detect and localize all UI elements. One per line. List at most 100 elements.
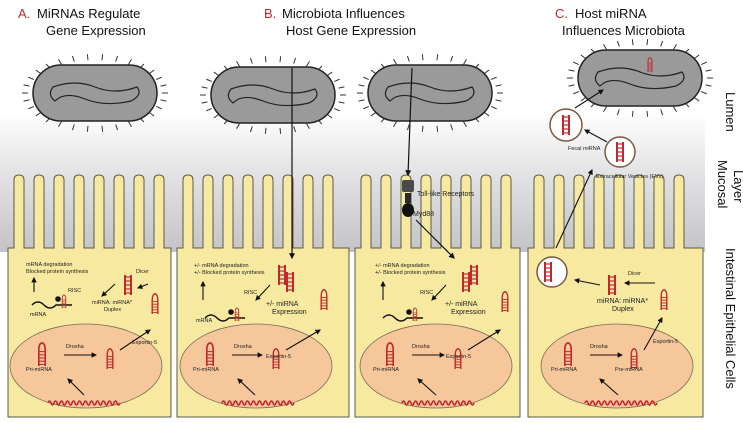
cell-c-arrow-gene	[599, 378, 619, 396]
bacterium-b1-flagellum	[326, 113, 333, 119]
bacterium-b2-flagellum	[436, 54, 439, 61]
cell-c-arrow-fecal-bact	[574, 89, 604, 109]
bacterium-a-flagellum	[160, 84, 167, 87]
cell-c-arrow-to-ev	[573, 278, 601, 286]
bacterium-b1-flagellum	[264, 127, 267, 134]
cell-b2-pre-mirna-nuc-stem	[454, 347, 462, 369]
bacterium-a-flagellum	[35, 111, 42, 117]
panel-c-title: C. Host miRNA Influences Microbiota	[555, 6, 686, 38]
cell-a-duplex	[124, 275, 132, 295]
bacterium-c	[567, 39, 713, 117]
bacterium-a-flagellum	[86, 54, 89, 61]
cell-c-fecal: Fecal miRNA	[568, 146, 601, 152]
bacterium-a-flagellum	[101, 125, 104, 132]
cell-b1-mrna-risc-dot	[228, 309, 234, 315]
cell-b1-pre-mirna-nuc-stem	[272, 347, 280, 369]
bacterium-a-flagellum	[35, 69, 42, 75]
cell-a-mrna-risc-dot	[55, 296, 61, 302]
bacterium-c-flagellum	[568, 69, 575, 72]
bacterium-b1-flagellum	[213, 71, 220, 77]
cell-c-pre-mirna-nuc-stem	[630, 347, 638, 369]
bacterium-b2-flagellum	[358, 99, 365, 102]
bacterium-b2-flagellum	[393, 121, 397, 128]
bacterium-b1-flagellum	[326, 71, 333, 77]
bacterium-b2-flagellum	[495, 99, 502, 102]
side-label-lumen: Lumen	[723, 92, 738, 132]
bacterium-b2-flagellum	[358, 84, 365, 87]
cell-c-ev-lumen-mirna	[616, 142, 624, 162]
nucleus-a	[9, 323, 163, 409]
cell-b2-mrna-risc-dot	[406, 309, 412, 315]
cell-c-exportin: Exportin-5	[653, 339, 678, 345]
cell-b1-risc: RISC	[244, 290, 257, 296]
cell-b2-pre-mirna-cyto	[501, 290, 509, 312]
bacterium-a-flagellum	[156, 76, 162, 81]
cell-b2-myd88: Myd88	[413, 211, 434, 218]
cell-a-arrow-gene	[67, 378, 85, 396]
bacterium-b2	[357, 54, 503, 132]
cell-c-bact-mirna-stem	[647, 56, 653, 72]
bacterium-b1-nucleoid	[227, 84, 318, 107]
cell-a-risc: RISC	[68, 288, 81, 294]
bacterium-b1-flagellum	[306, 60, 310, 67]
bacterium-c-flagellum	[603, 106, 607, 113]
cell-c-pre-mirna-nuc	[630, 347, 638, 369]
nucleus-c	[540, 323, 694, 409]
cell-c-duplex-2: Duplex	[612, 306, 634, 313]
bacterium-a-flagellum	[128, 58, 132, 65]
cell-b2-mrna-mirna	[412, 307, 418, 322]
bacterium-c-flagellum	[660, 40, 664, 47]
bacterium-c-flagellum	[616, 40, 620, 47]
bacterium-c-flagellum	[631, 110, 634, 117]
cell-b1-duplex-2	[278, 265, 286, 285]
cell-b2-pri: Pri-miRNA	[373, 367, 399, 373]
side-label-mucosal-1: Mucosal	[715, 160, 730, 209]
cell-a-gene	[47, 400, 121, 406]
cell-b1-pre-mirna-cyto	[320, 288, 328, 310]
cell-a-pre-mirna-nuc	[106, 347, 114, 369]
cell-a-pre-mirna-nuc-stem	[106, 347, 114, 369]
cell-c-gene	[584, 400, 658, 406]
bacterium-c-nucleoid	[594, 67, 685, 90]
cell-c-arrow-ev-fecal	[584, 129, 608, 143]
bacterium-a-flagellum	[23, 84, 30, 87]
cell-b2-pri-mirna	[385, 341, 395, 367]
cell-a-duplex-2: Duplex	[104, 307, 121, 313]
cell-b1-mrna	[204, 314, 245, 322]
cell-a-duplex-1: miRNA: miRNA*	[92, 300, 133, 306]
bacterium-a-flagellum	[101, 54, 104, 61]
bacterium-b2-flagellum	[406, 55, 410, 62]
cell-a-pri-mirna	[37, 341, 47, 367]
cell-b2-duplex	[462, 272, 470, 292]
bacterium-c-flagellum	[573, 90, 579, 95]
cell-a-exportin: Exportin-5	[132, 340, 157, 346]
cell-b2-tlr-receptor	[402, 180, 414, 192]
bacterium-b1-flagellum	[293, 57, 297, 64]
bacterium-a-flagellum	[28, 76, 34, 81]
cell-b2-drosha: Drosha	[412, 344, 431, 350]
cell-b2-arrow-gene	[417, 378, 437, 396]
bacterium-c-flagellum	[616, 109, 620, 116]
bacterium-b2-flagellum	[406, 124, 410, 131]
cell-a-pre-mirna-cyto	[151, 292, 159, 314]
bacterium-b2-flagellum	[463, 58, 467, 65]
bacterium-a-flagellum	[160, 99, 167, 102]
cell-a-pri-mirna-stem	[37, 341, 47, 367]
cell-a-arrow-risc	[101, 283, 116, 297]
bacterium-c-flagellum	[705, 69, 712, 72]
bacterium-c-flagellum	[701, 90, 707, 95]
panel-c-letter: C.	[555, 6, 568, 21]
cell-b2-mrna-mirna-stem	[412, 307, 418, 322]
bacterium-b1-flagellum	[213, 113, 220, 119]
cell-c-pre-mirna-cyto-stem	[660, 288, 668, 310]
bacterium-b1-flagellum	[338, 101, 345, 104]
bacterium-c-cell	[577, 49, 703, 107]
bacteria-group	[22, 39, 713, 134]
cell-c-ev-in-cell-mirna	[544, 262, 552, 282]
cell-b2-arrow-signal	[405, 67, 413, 177]
bacterium-c-flagellum	[693, 54, 700, 60]
bacterium-c-flagellum	[568, 84, 575, 87]
cell-c-pri-mirna	[563, 341, 573, 367]
bacterium-c-flagellum	[631, 39, 634, 46]
